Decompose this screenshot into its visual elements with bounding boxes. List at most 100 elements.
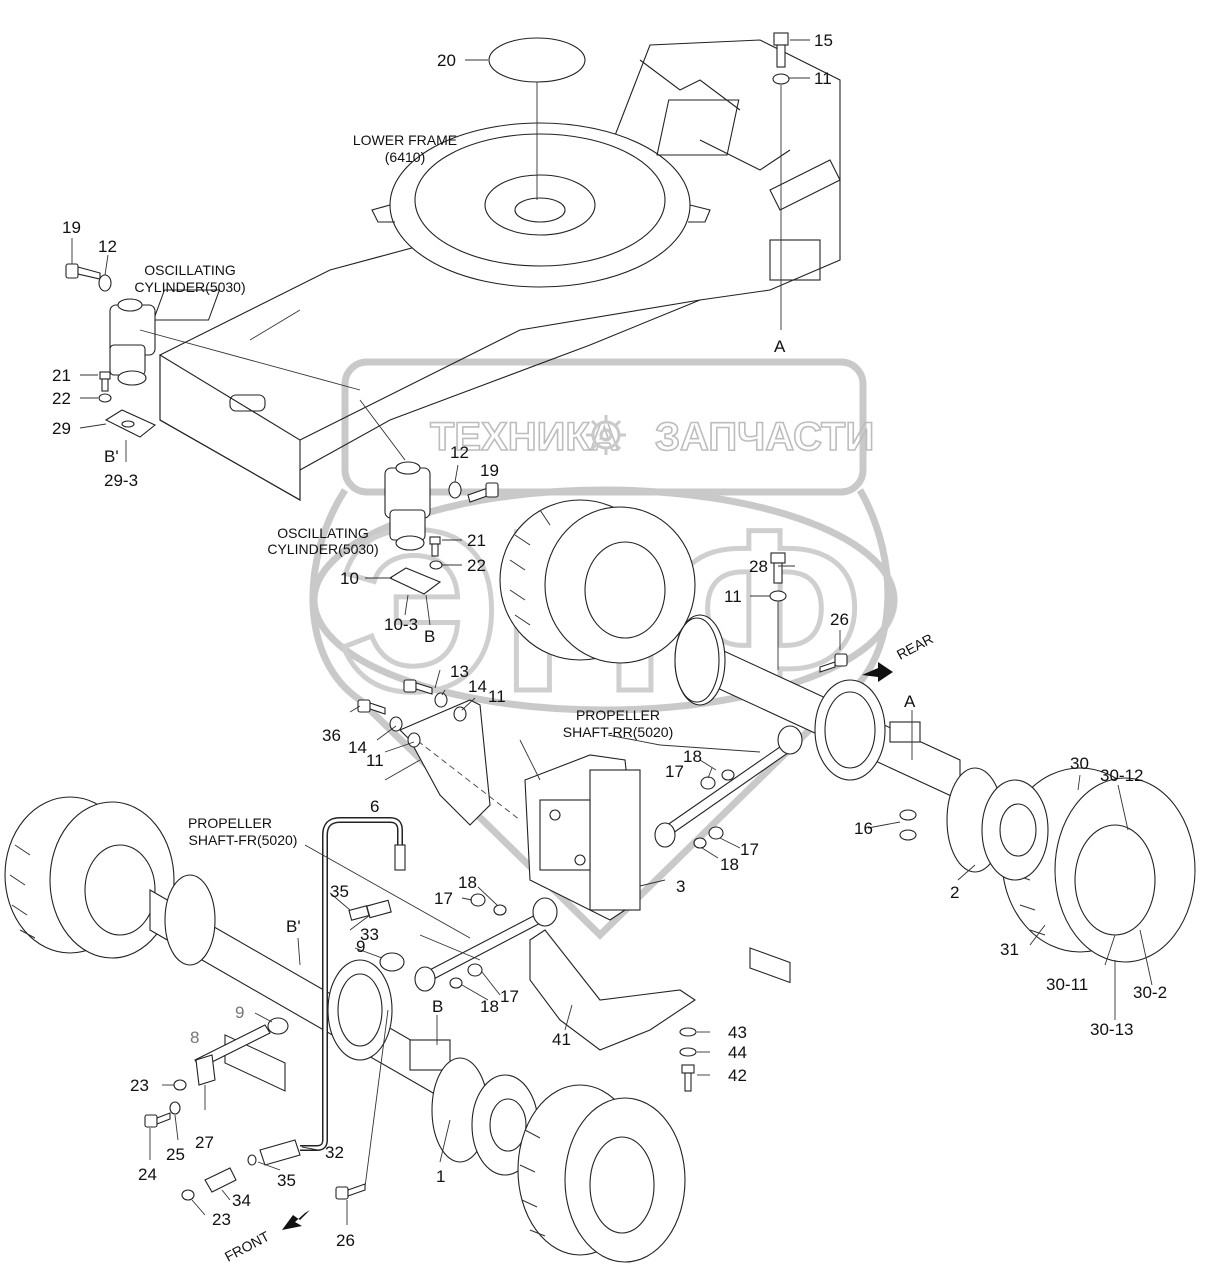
washer bbox=[493, 904, 507, 916]
label-1: 1 bbox=[436, 1167, 445, 1186]
washer bbox=[98, 274, 112, 292]
o-ring bbox=[488, 37, 586, 83]
label-9: 9 bbox=[356, 937, 365, 956]
label-10-3: 10-3 bbox=[384, 615, 418, 634]
watermark-oval bbox=[310, 486, 898, 714]
washer bbox=[679, 1027, 697, 1037]
label-35: 35 bbox=[277, 1171, 296, 1190]
label-30-12: 30-12 bbox=[1100, 766, 1143, 785]
oscillating-cylinder-upper bbox=[109, 298, 156, 386]
label-17: 17 bbox=[665, 762, 684, 781]
caption-propeller-shaft-fr-code: SHAFT-FR(5020) bbox=[189, 832, 298, 848]
nut bbox=[899, 809, 917, 821]
nut bbox=[899, 829, 917, 841]
label-11: 11 bbox=[724, 587, 742, 606]
label-22: 22 bbox=[52, 389, 71, 408]
label-23: 23 bbox=[212, 1210, 231, 1229]
label-25: 25 bbox=[166, 1145, 185, 1164]
caption-oscillating-cylinder-upper: OSCILLATING bbox=[144, 262, 236, 278]
bolt bbox=[403, 679, 433, 695]
label-17: 17 bbox=[740, 840, 759, 859]
label-19: 19 bbox=[62, 218, 81, 237]
label-12: 12 bbox=[450, 443, 469, 462]
caption-propeller-shaft-fr: PROPELLER bbox=[188, 815, 272, 831]
label-11: 11 bbox=[488, 687, 506, 706]
label-22: 22 bbox=[467, 556, 486, 575]
label-24: 24 bbox=[138, 1165, 157, 1184]
caption-front: FRONT bbox=[222, 1228, 272, 1265]
label-27: 27 bbox=[195, 1133, 214, 1152]
bolt bbox=[335, 1183, 366, 1200]
label-42: 42 bbox=[728, 1066, 747, 1085]
label-26: 26 bbox=[830, 610, 849, 629]
label-35: 35 bbox=[330, 882, 349, 901]
label-18: 18 bbox=[720, 855, 739, 874]
label-b-prime: B' bbox=[286, 917, 301, 936]
caption-propeller-shaft-rr: PROPELLER bbox=[576, 707, 660, 723]
washer bbox=[679, 1047, 697, 1057]
bolt bbox=[144, 1112, 171, 1128]
grease-nipple bbox=[173, 1079, 187, 1091]
bolt bbox=[357, 699, 386, 715]
fitting bbox=[204, 1167, 237, 1193]
lower-frame bbox=[152, 39, 841, 501]
washer bbox=[98, 393, 112, 403]
washer bbox=[453, 706, 467, 722]
rear-arrow-icon bbox=[862, 662, 893, 682]
label-b: B bbox=[424, 627, 435, 646]
caption-oscillating-cylinder-upper-code: CYLINDER(5030) bbox=[134, 279, 245, 295]
label-30: 30 bbox=[1070, 754, 1089, 773]
washer bbox=[721, 769, 735, 781]
caption-oscillating-cylinder-lower: OSCILLATING bbox=[277, 525, 369, 541]
bush bbox=[267, 1017, 289, 1035]
label-a: A bbox=[774, 337, 786, 356]
nut bbox=[708, 826, 724, 840]
bush bbox=[379, 952, 405, 972]
label-21: 21 bbox=[52, 366, 71, 385]
washer bbox=[448, 481, 462, 499]
guard bbox=[529, 929, 696, 1051]
nut bbox=[467, 963, 483, 977]
watermark-shield bbox=[309, 488, 892, 940]
washer bbox=[434, 692, 448, 708]
bolt bbox=[773, 32, 789, 68]
nut bbox=[470, 893, 486, 907]
watermark-left-word: ТЕХНИКА bbox=[430, 415, 619, 459]
label-29-3: 29-3 bbox=[104, 471, 138, 490]
label-26: 26 bbox=[336, 1231, 355, 1250]
bolt bbox=[429, 536, 441, 557]
washer bbox=[449, 977, 463, 989]
label-16: 16 bbox=[854, 819, 873, 838]
brake-drum bbox=[946, 767, 1049, 881]
label-6: 6 bbox=[370, 797, 379, 816]
label-18: 18 bbox=[458, 873, 477, 892]
label-15: 15 bbox=[814, 31, 833, 50]
label-11: 11 bbox=[366, 751, 384, 770]
front-axle bbox=[149, 874, 481, 1121]
watermark-right-word: ЗАПЧАСТИ bbox=[655, 415, 874, 459]
caption-lower-frame: LOWER FRAME bbox=[353, 132, 457, 148]
label-2: 2 bbox=[950, 883, 959, 902]
washer bbox=[389, 716, 403, 732]
washer bbox=[429, 560, 443, 570]
label-28: 28 bbox=[749, 557, 768, 576]
bolt bbox=[681, 1064, 695, 1092]
caption-propeller-shaft-rr-code: SHAFT-RR(5020) bbox=[563, 724, 673, 740]
bolt bbox=[99, 371, 111, 392]
label-36: 36 bbox=[322, 726, 341, 745]
label-44: 44 bbox=[728, 1043, 747, 1062]
front-arrow-icon bbox=[282, 1210, 310, 1230]
bolt bbox=[65, 263, 101, 280]
caption-oscillating-cylinder-lower-code: CYLINDER(5030) bbox=[267, 541, 378, 557]
label-34: 34 bbox=[232, 1191, 251, 1210]
label-14: 14 bbox=[468, 677, 487, 696]
fitting bbox=[348, 899, 392, 921]
label-19: 19 bbox=[480, 461, 499, 480]
rear-wheel-left bbox=[499, 499, 696, 664]
label-30-2: 30-2 bbox=[1133, 983, 1167, 1002]
plate bbox=[104, 409, 157, 438]
label-33: 33 bbox=[360, 925, 379, 944]
label-43: 43 bbox=[728, 1023, 747, 1042]
front-wheel-right bbox=[517, 1084, 686, 1263]
